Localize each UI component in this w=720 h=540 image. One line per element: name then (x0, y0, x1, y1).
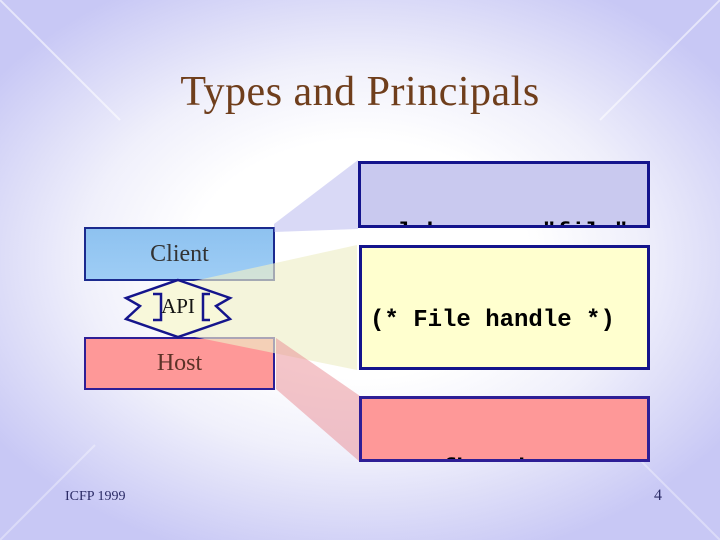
api-arrow-right-bracket (201, 292, 210, 322)
footer-conference-label: ICFP 1999 (65, 489, 126, 504)
code-line: type fh = int (362, 455, 647, 459)
client-code-box: val h = open"file" ... (358, 161, 650, 228)
beam-host-to-code (276, 338, 360, 462)
slide-title: Types and Principals (180, 69, 540, 115)
host-box: Host (84, 337, 275, 390)
api-label: API (161, 294, 195, 318)
code-line: val h = open"file" (361, 219, 647, 225)
host-code-box: type fh = int fun open s = ... (359, 396, 650, 462)
code-line: (* File handle *) (370, 307, 615, 334)
api-code-box: (* File handle *) abstype fh open : stri… (359, 245, 650, 370)
page-number: 4 (654, 487, 662, 504)
client-box: Client (84, 227, 275, 281)
host-box-label: Host (156, 350, 203, 376)
api-double-arrow-icon (122, 278, 234, 339)
client-box-label: Client (150, 240, 209, 267)
api-arrow-left-bracket (153, 292, 163, 322)
beam-client-to-code (274, 160, 358, 232)
